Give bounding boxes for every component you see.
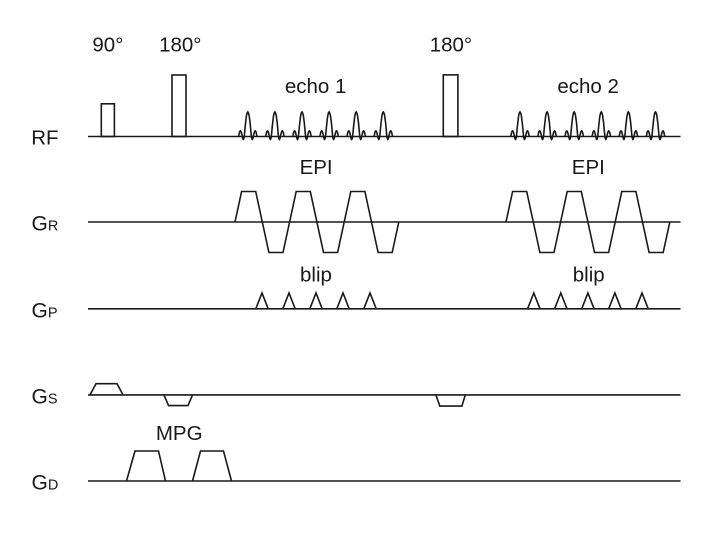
svg-text:MPG: MPG [156, 422, 203, 445]
svg-text:GR: GR [32, 213, 59, 236]
svg-text:echo 2: echo 2 [557, 75, 619, 98]
svg-text:blip: blip [300, 264, 332, 287]
svg-text:EPI: EPI [572, 156, 605, 179]
svg-text:90°: 90° [92, 34, 123, 57]
svg-text:180°: 180° [159, 34, 201, 57]
svg-text:EPI: EPI [300, 156, 333, 179]
svg-text:GS: GS [32, 386, 58, 409]
svg-text:echo 1: echo 1 [285, 75, 347, 98]
svg-text:GP: GP [32, 299, 58, 322]
svg-text:blip: blip [573, 264, 605, 287]
svg-text:RF: RF [31, 126, 58, 149]
svg-text:180°: 180° [430, 34, 472, 57]
svg-text:GD: GD [32, 472, 59, 495]
